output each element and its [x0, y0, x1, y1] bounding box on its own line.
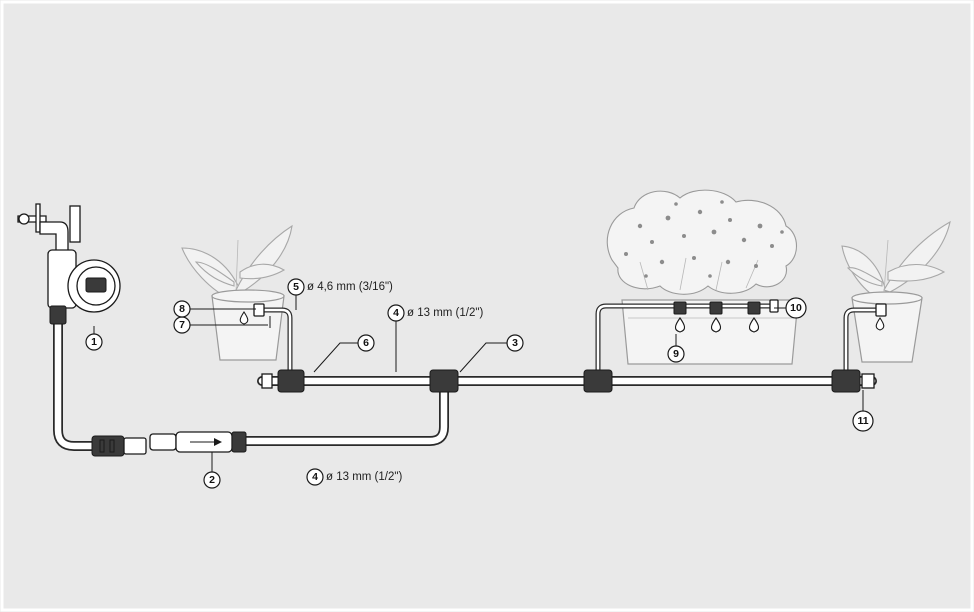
bush-stems [639, 257, 759, 291]
tap-handle-knob [18, 213, 30, 225]
micro-tubes [259, 303, 879, 379]
dripper-bush-3 [747, 301, 761, 315]
callout-number: 4 [312, 471, 318, 483]
callout-1: 1 [85, 333, 103, 351]
water-drop [710, 317, 722, 333]
supply-pipe [53, 315, 449, 451]
callout-10: 10 [785, 297, 807, 319]
right-plant-leaf [883, 220, 951, 293]
callout-4-bottom: 4 [306, 468, 324, 486]
timer-outlet-connector [49, 305, 67, 325]
callout-number: 2 [209, 474, 215, 486]
water-tap [17, 203, 81, 253]
end-plug-right [861, 373, 875, 389]
timer-display [85, 277, 107, 293]
callout-number: 8 [179, 303, 185, 315]
water-timer [47, 249, 121, 325]
right-plant-stem [883, 239, 889, 293]
dripper-right [875, 303, 887, 317]
left-pot [211, 295, 285, 361]
t-connector-bush [583, 369, 613, 393]
bush-planter [606, 189, 799, 365]
callout-number: 7 [179, 319, 185, 331]
pipe-fittings [261, 369, 875, 393]
pressure-reducer [149, 431, 247, 453]
flow-arrow-icon [214, 438, 222, 446]
water-drop [674, 317, 686, 333]
callout-9: 9 [667, 345, 685, 363]
left-plant-stem [235, 239, 239, 293]
t-connector-supply [429, 369, 459, 393]
planter-box [621, 299, 799, 365]
callout-number: 6 [363, 337, 369, 349]
wall-bracket [69, 205, 81, 243]
end-plug-left [261, 373, 273, 389]
callout-3: 3 [506, 334, 524, 352]
callout-number: 10 [790, 302, 802, 314]
end-cap-micro [769, 299, 779, 313]
tap-spout [39, 221, 69, 253]
right-potted-plant [841, 220, 951, 363]
water-drop [748, 317, 760, 333]
bush-foliage [606, 189, 798, 295]
right-plant-leaf [846, 267, 883, 287]
callout-number: 4 [393, 307, 399, 319]
left-plant-leaf [239, 263, 286, 280]
callout-number: 3 [512, 337, 518, 349]
left-pot-rim [211, 289, 285, 303]
water-drop [239, 311, 249, 325]
t-connector-left [277, 369, 305, 393]
leader-3 [459, 342, 507, 373]
t-connector-right [831, 369, 861, 393]
callout-number: 1 [91, 336, 97, 348]
left-plant-leaf [235, 224, 293, 293]
dripper-bush-2 [709, 301, 723, 315]
left-plant-leaf [194, 261, 235, 287]
leader-6 [313, 342, 358, 373]
callout-7: 7 [173, 316, 191, 334]
reducer-outlet [231, 431, 247, 453]
drippers [239, 299, 887, 333]
callout-number: 11 [857, 415, 868, 427]
dimension-label-micro-tube: ø 4,6 mm (3/16") [307, 281, 393, 293]
dripper-bush-1 [673, 301, 687, 315]
dripper-left [253, 303, 265, 317]
callout-5: 5 [287, 278, 305, 296]
callout-2: 2 [203, 471, 221, 489]
bush-texture [624, 200, 784, 278]
callout-11: 11 [852, 410, 874, 432]
callout-8: 8 [173, 300, 191, 318]
callout-number: 9 [673, 348, 679, 360]
right-plant-leaf [887, 263, 946, 282]
hose-connector [91, 435, 147, 457]
left-potted-plant [181, 224, 293, 361]
right-pot-rim [851, 291, 923, 305]
leader-lines [93, 295, 864, 472]
callout-number: 5 [293, 281, 299, 293]
reducer-inlet [149, 433, 177, 451]
water-drop [875, 317, 885, 331]
callout-4-top: 4 [387, 304, 405, 322]
dimension-label-main-pipe-top: ø 13 mm (1/2") [407, 307, 483, 319]
dimension-label-main-pipe-bottom: ø 13 mm (1/2") [326, 471, 402, 483]
callout-6: 6 [357, 334, 375, 352]
